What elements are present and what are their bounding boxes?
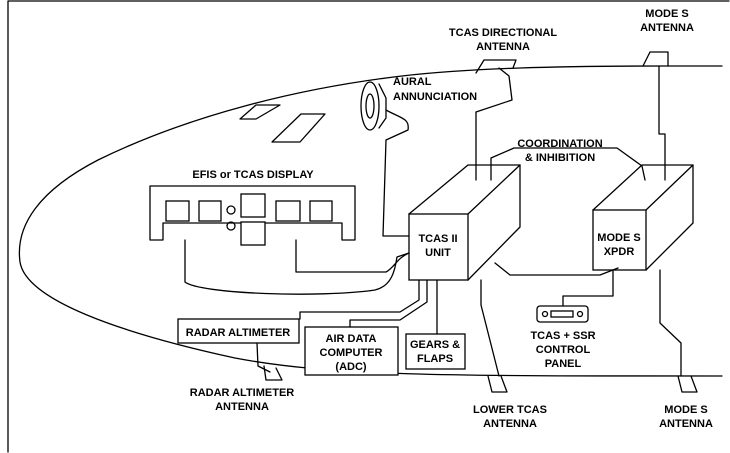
- svg-text:TCAS II: TCAS II: [418, 233, 457, 245]
- label-mode-s-antenna-bottom: MODE S ANTENNA: [659, 404, 713, 430]
- label-gears-flaps: GEARS & FLAPS: [410, 339, 460, 365]
- label-tcas-unit: TCAS II UNIT: [418, 233, 457, 259]
- svg-text:FLAPS: FLAPS: [417, 353, 453, 365]
- label-tcas-directional-antenna: TCAS DIRECTIONAL ANTENNA: [449, 27, 557, 53]
- svg-text:CONTROL: CONTROL: [536, 344, 591, 356]
- svg-text:EFIS or TCAS DISPLAY: EFIS or TCAS DISPLAY: [192, 169, 314, 181]
- radar-altimeter-antenna-shape: [263, 365, 283, 381]
- svg-text:ANTENNA: ANTENNA: [476, 41, 530, 53]
- adc-box: [304, 326, 399, 376]
- tcas-directional-antenna-shape: [475, 59, 517, 74]
- mode-s-bottom-antenna-shape: [677, 375, 698, 393]
- label-mode-s-antenna-top: MODE S ANTENNA: [640, 8, 694, 34]
- svg-text:AURAL: AURAL: [393, 76, 432, 88]
- wiring: [184, 65, 682, 377]
- cockpit-window-right: [271, 113, 326, 143]
- control-panel-device: [536, 305, 589, 323]
- mode-s-top-antenna-shape: [642, 51, 669, 67]
- label-mode-s-xpdr: MODE S XPDR: [597, 232, 640, 258]
- svg-text:TCAS + SSR: TCAS + SSR: [530, 330, 595, 342]
- svg-text:TCAS DIRECTIONAL: TCAS DIRECTIONAL: [449, 27, 557, 39]
- svg-text:(ADC): (ADC): [335, 361, 366, 373]
- svg-text:MODE S: MODE S: [645, 8, 688, 20]
- label-aural-annunciation: AURAL ANNUNCIATION: [393, 76, 477, 103]
- svg-text:ANTENNA: ANTENNA: [640, 22, 694, 34]
- label-efis-display: EFIS or TCAS DISPLAY: [192, 169, 314, 181]
- label-lower-tcas-antenna: LOWER TCAS ANTENNA: [473, 404, 547, 430]
- label-coordination: COORDINATION & INHIBITION: [517, 138, 602, 164]
- svg-text:UNIT: UNIT: [425, 247, 451, 259]
- svg-text:ANTENNA: ANTENNA: [483, 418, 537, 430]
- gears-flaps-box: [405, 333, 466, 370]
- label-control-panel: TCAS + SSR CONTROL PANEL: [530, 330, 595, 370]
- svg-text:RADAR ALTIMETER: RADAR ALTIMETER: [190, 387, 295, 399]
- cockpit-window-left: [239, 104, 281, 120]
- svg-text:LOWER TCAS: LOWER TCAS: [473, 404, 547, 416]
- tcas-unit-box: [408, 164, 521, 281]
- speaker-icon: [360, 81, 387, 131]
- svg-text:COORDINATION: COORDINATION: [517, 138, 602, 150]
- svg-text:MODE S: MODE S: [597, 232, 640, 244]
- svg-text:COMPUTER: COMPUTER: [320, 347, 383, 359]
- label-radar-altimeter: RADAR ALTIMETER: [186, 327, 291, 339]
- svg-text:& INHIBITION: & INHIBITION: [525, 152, 595, 164]
- svg-text:AIR DATA: AIR DATA: [326, 333, 377, 345]
- efis-display-panel: [149, 185, 356, 246]
- svg-text:RADAR ALTIMETER: RADAR ALTIMETER: [186, 327, 291, 339]
- svg-text:PANEL: PANEL: [545, 358, 582, 370]
- label-air-data-computer: AIR DATA COMPUTER (ADC): [320, 333, 383, 373]
- svg-text:ANTENNA: ANTENNA: [215, 401, 269, 413]
- svg-text:XPDR: XPDR: [604, 246, 635, 258]
- lower-tcas-antenna-shape: [487, 375, 508, 393]
- mode-s-xpdr-box: [592, 164, 694, 271]
- svg-text:GEARS &: GEARS &: [410, 339, 460, 351]
- svg-text:ANNUNCIATION: ANNUNCIATION: [393, 91, 477, 103]
- frame-border: [7, 0, 730, 453]
- svg-text:ANTENNA: ANTENNA: [659, 418, 713, 430]
- svg-text:MODE S: MODE S: [664, 404, 707, 416]
- label-radar-altimeter-antenna: RADAR ALTIMETER ANTENNA: [190, 387, 295, 413]
- radar-altimeter-box: [177, 318, 300, 344]
